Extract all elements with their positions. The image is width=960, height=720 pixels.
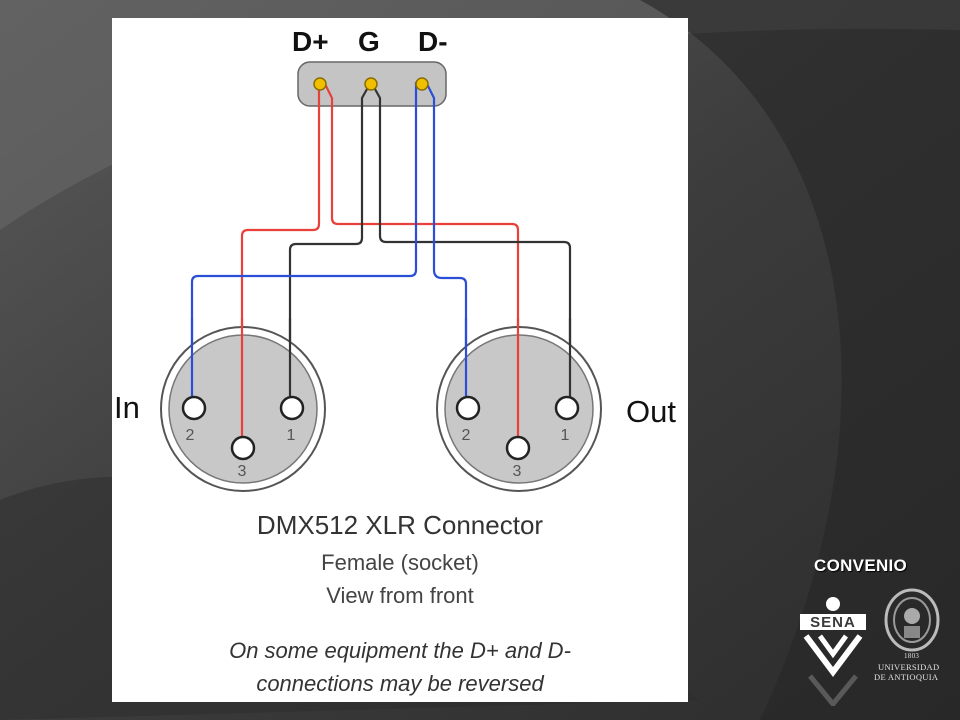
out-pin-3-number: 3 [513,463,522,480]
caption-subtitle-2: View from front [326,583,474,608]
in-pin-1-number: 1 [287,427,296,444]
wiring-diagram: 2 1 3 2 1 3 [160,61,602,492]
in-pin-3 [230,435,256,461]
in-pin-1 [279,395,305,421]
out-pin-1 [554,395,580,421]
sena-logo-text: SENA [810,614,856,631]
label-d-plus: D+ [292,26,329,57]
udea-logo: 1803 UNIVERSIDAD DE ANTIOQUIA [874,586,954,716]
caption-subtitle-1: Female (socket) [321,550,479,575]
diagram-panel: 2 1 3 2 1 3 D+ G D- In Out DMX512 XLR Co… [112,18,688,702]
sena-logo: SENA [796,596,870,708]
out-pin-3 [505,435,531,461]
label-ground: G [358,26,380,57]
wire-red-out [323,81,520,448]
label-in: In [114,390,140,425]
convenio-label: CONVENIO [814,556,908,575]
label-d-minus: D- [418,26,448,57]
in-pin-3-number: 3 [238,463,247,480]
udea-year: 1803 [904,652,920,660]
wire-red-in [240,82,321,456]
header-pin-d-plus [313,77,327,91]
wire-blue-in [190,82,418,410]
udea-line-2: DE ANTIOQUIA [874,672,939,682]
header-pin-d-minus [415,77,429,91]
caption-note-1: On some equipment the D+ and D- [229,638,571,663]
wire-blue-out [425,81,468,410]
wire-black-in [288,81,372,410]
caption-note-2: connections may be reversed [256,671,544,696]
header-pin-ground [364,77,378,91]
udea-line-1: UNIVERSIDAD [878,662,940,672]
in-pin-2 [181,395,207,421]
label-out: Out [626,394,676,429]
wire-black-out [370,81,572,410]
out-pin-2 [455,395,481,421]
out-pin-2-number: 2 [462,427,471,444]
out-pin-1-number: 1 [561,427,570,444]
in-pin-2-number: 2 [186,427,195,444]
caption-title: DMX512 XLR Connector [256,510,544,540]
